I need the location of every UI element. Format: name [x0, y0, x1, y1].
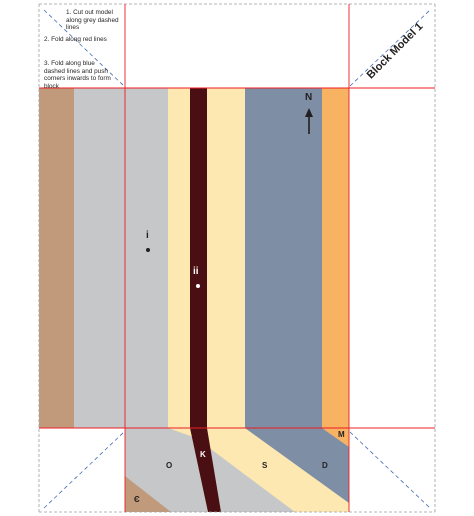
unit-silurian-strip-left — [168, 88, 190, 428]
point-ii-label: ii — [193, 266, 199, 277]
unit-label-M: M — [338, 430, 345, 439]
cut-lines — [38, 3, 436, 513]
instruction-step-1: 1. Cut out model along grey dashed lines — [66, 9, 119, 32]
unit-devonian-strip — [245, 88, 322, 428]
dyke-strip — [190, 88, 207, 428]
section-devonian-band — [245, 428, 349, 503]
unit-silurian-strip-right — [207, 88, 245, 428]
section-cambrian-wedge — [125, 476, 171, 512]
instruction-step-3: 3. Fold along blue dashed lines and push… — [44, 60, 111, 90]
unit-mississippian-strip — [322, 88, 349, 428]
instruction-step-2: 2. Fold along red lines — [44, 36, 107, 43]
unit-label-C: Є — [134, 495, 140, 504]
north-arrow-icon — [305, 108, 313, 134]
unit-ordovician-strip-left — [74, 88, 125, 428]
section-mississippian-wedge — [322, 428, 349, 447]
unit-label-S: S — [262, 461, 268, 470]
point-i-label: i — [146, 230, 149, 241]
section-dyke — [190, 428, 221, 512]
unit-label-D: D — [322, 461, 328, 470]
fold-lines — [39, 4, 435, 512]
map-face — [39, 88, 349, 428]
point-ii-marker — [196, 284, 200, 288]
unit-cambrian-strip — [39, 88, 74, 428]
unit-ordovician-strip-right — [125, 88, 168, 428]
unit-label-O: O — [166, 461, 173, 470]
north-label: N — [305, 92, 313, 103]
section-silurian-band — [168, 428, 349, 512]
cross-section-face — [125, 428, 349, 512]
corner-fold-lines — [43, 9, 431, 509]
unit-label-K: K — [200, 450, 206, 459]
point-i-marker — [146, 248, 150, 252]
